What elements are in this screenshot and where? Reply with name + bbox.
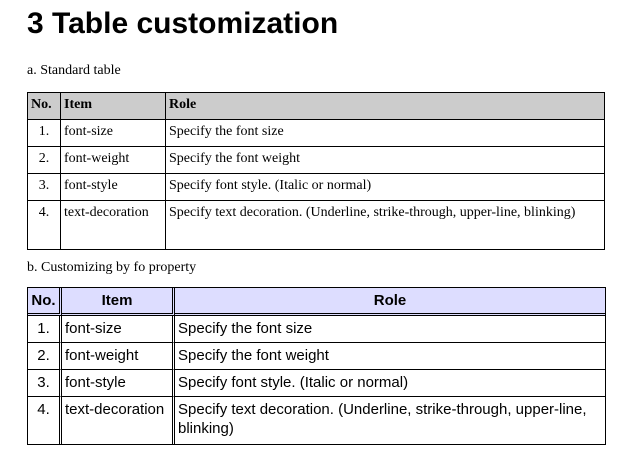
- row-role: Specify font style. (Italic or normal): [165, 173, 605, 201]
- table-header-row: No. Item Role: [28, 288, 605, 316]
- table-row: 2. font-weight Specify the font weight: [27, 146, 605, 174]
- row-item: text-decoration: [62, 397, 175, 444]
- row-no: 3.: [28, 370, 62, 397]
- row-item: font-style: [62, 370, 175, 397]
- table-row: 3. font-style Specify font style. (Itali…: [27, 173, 605, 201]
- row-no: 4.: [28, 397, 62, 444]
- row-role: Specify the font weight: [165, 146, 605, 174]
- row-role: Specify the font size: [175, 316, 605, 343]
- row-item: font-style: [60, 173, 166, 201]
- row-item: font-size: [62, 316, 175, 343]
- row-item: text-decoration: [60, 200, 166, 250]
- row-role: Specify text decoration. (Underline, str…: [165, 200, 605, 250]
- standard-table-caption: a. Standard table: [27, 63, 121, 78]
- row-role: Specify text decoration. (Underline, str…: [178, 401, 587, 437]
- row-role: Specify the font size: [165, 119, 605, 147]
- row-no: 2.: [28, 343, 62, 370]
- page-title: 3 Table customization: [27, 7, 339, 40]
- table-row: 4. text-decoration Specify text decorati…: [27, 200, 605, 250]
- row-no: 4.: [27, 200, 61, 250]
- standard-table: No. Item Role 1. font-size Specify the f…: [27, 92, 605, 250]
- header-item: Item: [62, 288, 175, 316]
- row-no: 1.: [28, 316, 62, 343]
- header-no: No.: [27, 92, 61, 120]
- fo-table-caption: b. Customizing by fo property: [27, 260, 197, 275]
- table-row: 3. font-style Specify font style. (Itali…: [28, 370, 605, 397]
- row-no: 3.: [27, 173, 61, 201]
- fo-customized-table: No. Item Role 1. font-size Specify the f…: [27, 287, 606, 445]
- header-no: No.: [28, 288, 62, 316]
- header-item: Item: [60, 92, 166, 120]
- row-role: Specify font style. (Italic or normal): [175, 370, 605, 397]
- table-row: 4. text-decoration Specify text decorati…: [28, 397, 605, 444]
- row-no: 1.: [27, 119, 61, 147]
- header-role: Role: [165, 92, 605, 120]
- row-item: font-size: [60, 119, 166, 147]
- row-no: 2.: [27, 146, 61, 174]
- header-role: Role: [175, 288, 605, 316]
- table-row: 2. font-weight Specify the font weight: [28, 343, 605, 370]
- row-item: font-weight: [62, 343, 175, 370]
- row-role: Specify the font weight: [175, 343, 605, 370]
- row-item: font-weight: [60, 146, 166, 174]
- table-row: 1. font-size Specify the font size: [28, 316, 605, 343]
- table-header-row: No. Item Role: [27, 92, 605, 120]
- table-row: 1. font-size Specify the font size: [27, 119, 605, 147]
